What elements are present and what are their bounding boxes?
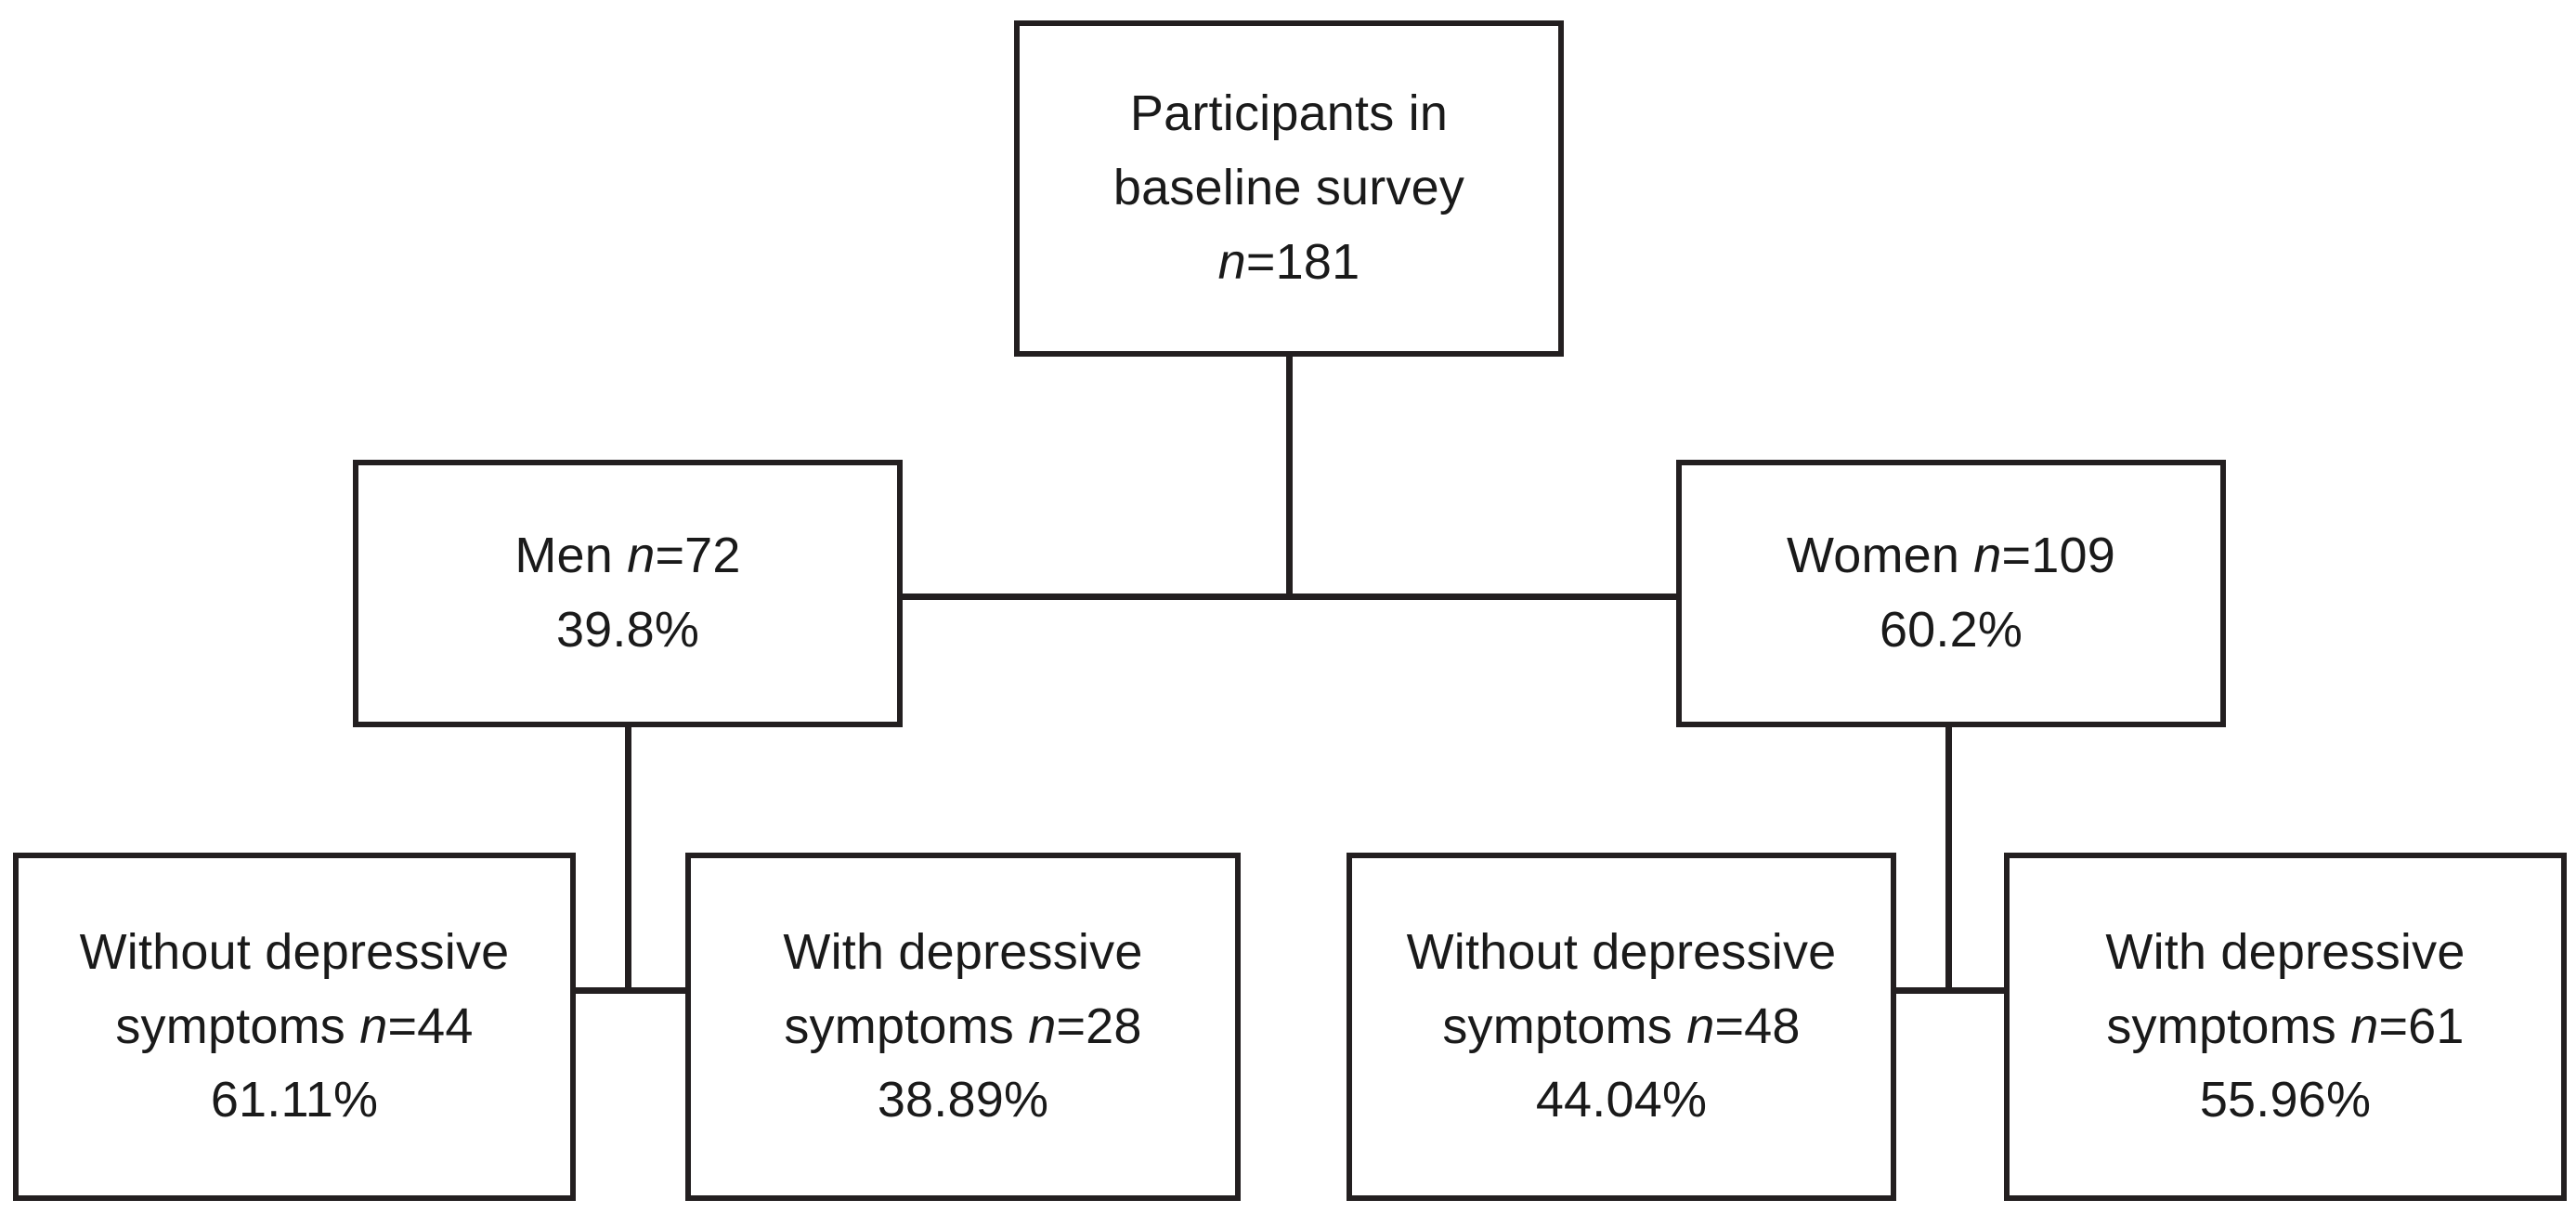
- italic-n: n: [1217, 233, 1246, 290]
- node-women-percent: 60.2%: [1879, 602, 2023, 658]
- node-women-with-line2: symptoms n=61: [2106, 990, 2464, 1064]
- node-women-without-line2: symptoms n=48: [1442, 990, 1800, 1064]
- node-women-with-label: symptoms: [2106, 998, 2351, 1054]
- node-women-label: Women: [1787, 528, 1974, 584]
- node-men-without-line2: symptoms n=44: [115, 990, 473, 1064]
- connector-men-children-bar: [570, 987, 689, 994]
- node-women-count-value: =109: [2001, 528, 2115, 584]
- node-men-title: Men n=72: [514, 519, 740, 593]
- node-men-percent: 39.8%: [555, 602, 700, 658]
- node-women-without-percent: 44.04%: [1535, 1072, 1708, 1128]
- node-women-without-line1: Without depressive: [1406, 923, 1837, 980]
- node-root-line2: baseline survey: [1112, 160, 1465, 216]
- connector-women-children-bar: [1891, 987, 2008, 994]
- connector-root-to-trunk: [1286, 355, 1293, 600]
- node-root-count: n=181: [1218, 226, 1360, 300]
- italic-n: n: [627, 528, 656, 584]
- node-men-label: Men: [514, 528, 628, 584]
- italic-n: n: [359, 998, 388, 1054]
- node-men-with-depressive-symptoms[interactable]: With depressive symptoms n=28 38.89%: [685, 853, 1241, 1201]
- node-men-without-count-value: =44: [387, 998, 474, 1054]
- italic-n: n: [1973, 528, 2002, 584]
- node-women-title: Women n=109: [1787, 519, 2115, 593]
- node-women-with-count-value: =61: [2378, 998, 2465, 1054]
- node-men-without-line1: Without depressive: [79, 923, 510, 980]
- node-women-without-label: symptoms: [1442, 998, 1687, 1054]
- node-men-with-line2: symptoms n=28: [784, 990, 1141, 1064]
- italic-n: n: [2350, 998, 2379, 1054]
- node-men[interactable]: Men n=72 39.8%: [353, 460, 903, 727]
- node-men-with-label: symptoms: [784, 998, 1029, 1054]
- node-root-line1: Participants in: [1129, 85, 1449, 142]
- node-men-without-depressive-symptoms[interactable]: Without depressive symptoms n=44 61.11%: [13, 853, 576, 1201]
- node-men-with-percent: 38.89%: [877, 1072, 1049, 1128]
- node-men-without-label: symptoms: [115, 998, 360, 1054]
- node-men-count-value: =72: [655, 528, 741, 584]
- connector-men-stem: [625, 724, 631, 993]
- node-women-with-percent: 55.96%: [2199, 1072, 2372, 1128]
- italic-n: n: [1028, 998, 1057, 1054]
- node-participants-baseline[interactable]: Participants in baseline survey n=181: [1014, 20, 1564, 357]
- node-women-without-count-value: =48: [1714, 998, 1801, 1054]
- node-women-without-depressive-symptoms[interactable]: Without depressive symptoms n=48 44.04%: [1347, 853, 1896, 1201]
- node-women-with-line1: With depressive: [2105, 923, 2465, 980]
- connector-trunk-men-women: [897, 593, 1680, 600]
- node-women-with-depressive-symptoms[interactable]: With depressive symptoms n=61 55.96%: [2004, 853, 2567, 1201]
- node-men-with-line1: With depressive: [783, 923, 1143, 980]
- node-women[interactable]: Women n=109 60.2%: [1676, 460, 2226, 727]
- connector-women-stem: [1945, 724, 1952, 993]
- italic-n: n: [1686, 998, 1715, 1054]
- node-men-without-percent: 61.11%: [210, 1072, 379, 1128]
- node-men-with-count-value: =28: [1056, 998, 1142, 1054]
- node-root-count-value: =181: [1245, 233, 1360, 290]
